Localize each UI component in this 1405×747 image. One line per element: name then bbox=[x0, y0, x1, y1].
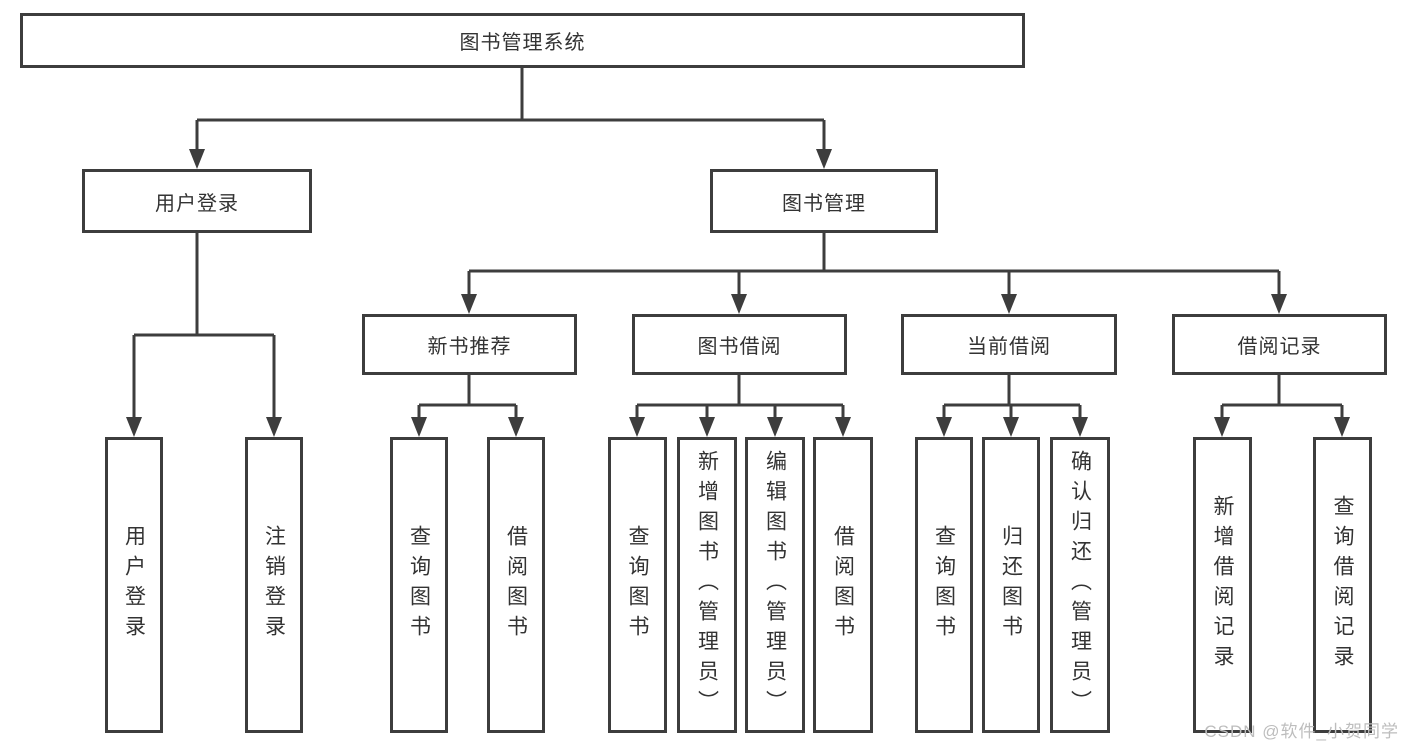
leaf-bb-query-book-label: 查询图书 bbox=[626, 525, 649, 645]
node-borrow-records-label: 借阅记录 bbox=[1237, 336, 1322, 358]
leaf-cb-return-book: 归还图书 bbox=[982, 437, 1040, 733]
leaf-cb-query-book: 查询图书 bbox=[915, 437, 973, 733]
leaf-br-add-record-label: 新增借阅记录 bbox=[1211, 495, 1234, 675]
node-new-books-label: 新书推荐 bbox=[427, 336, 512, 358]
node-current-borrow-label: 当前借阅 bbox=[967, 336, 1051, 358]
leaf-br-query-record: 查询借阅记录 bbox=[1313, 437, 1372, 733]
node-book-mgmt: 图书管理 bbox=[710, 169, 938, 233]
connector-borrow-records-children bbox=[1214, 375, 1350, 437]
leaf-bb-edit-book-admin: 编辑图书（管理员） bbox=[745, 437, 805, 733]
leaf-bb-borrow-book: 借阅图书 bbox=[813, 437, 873, 733]
leaf-user-login-label: 用户登录 bbox=[122, 525, 146, 645]
leaf-logout: 注销登录 bbox=[245, 437, 303, 733]
node-current-borrow: 当前借阅 bbox=[901, 314, 1117, 375]
connector-current-borrow-children bbox=[936, 375, 1088, 437]
connector-book-borrow-children bbox=[629, 375, 851, 437]
node-borrow-records: 借阅记录 bbox=[1172, 314, 1387, 375]
leaf-cb-confirm-return-admin-label: 确认归还（管理员） bbox=[1068, 450, 1092, 720]
node-user-login-label: 用户登录 bbox=[155, 192, 239, 215]
leaf-bb-add-book-admin-label: 新增图书（管理员） bbox=[695, 450, 719, 720]
node-root: 图书管理系统 bbox=[20, 13, 1025, 68]
leaf-nb-borrow-book: 借阅图书 bbox=[487, 437, 545, 733]
leaf-nb-borrow-book-label: 借阅图书 bbox=[504, 525, 528, 645]
leaf-logout-label: 注销登录 bbox=[262, 525, 286, 645]
csdn-watermark: CSDN @软件_小贺同学 bbox=[1204, 722, 1399, 741]
leaf-br-query-record-label: 查询借阅记录 bbox=[1331, 495, 1354, 675]
leaf-nb-query-book-label: 查询图书 bbox=[407, 525, 431, 645]
node-book-borrow: 图书借阅 bbox=[632, 314, 847, 375]
node-user-login: 用户登录 bbox=[82, 169, 312, 233]
connector-book-mgmt-to-level3 bbox=[461, 233, 1287, 314]
node-book-mgmt-label: 图书管理 bbox=[782, 192, 866, 215]
node-new-books: 新书推荐 bbox=[362, 314, 577, 375]
leaf-bb-borrow-book-label: 借阅图书 bbox=[831, 525, 855, 645]
leaf-cb-query-book-label: 查询图书 bbox=[932, 525, 956, 645]
leaf-cb-confirm-return-admin: 确认归还（管理员） bbox=[1050, 437, 1110, 733]
leaf-nb-query-book: 查询图书 bbox=[390, 437, 448, 733]
leaf-bb-add-book-admin: 新增图书（管理员） bbox=[677, 437, 737, 733]
connector-user-login-children bbox=[126, 233, 282, 437]
connector-root-to-level2 bbox=[189, 68, 832, 169]
leaf-bb-query-book: 查询图书 bbox=[608, 437, 667, 733]
leaf-cb-return-book-label: 归还图书 bbox=[999, 525, 1023, 645]
connector-new-books-children bbox=[411, 375, 524, 437]
leaf-user-login: 用户登录 bbox=[105, 437, 163, 733]
leaf-bb-edit-book-admin-label: 编辑图书（管理员） bbox=[763, 450, 787, 720]
node-book-borrow-label: 图书借阅 bbox=[697, 336, 782, 358]
leaf-br-add-record: 新增借阅记录 bbox=[1193, 437, 1252, 733]
node-root-label: 图书管理系统 bbox=[459, 32, 586, 54]
